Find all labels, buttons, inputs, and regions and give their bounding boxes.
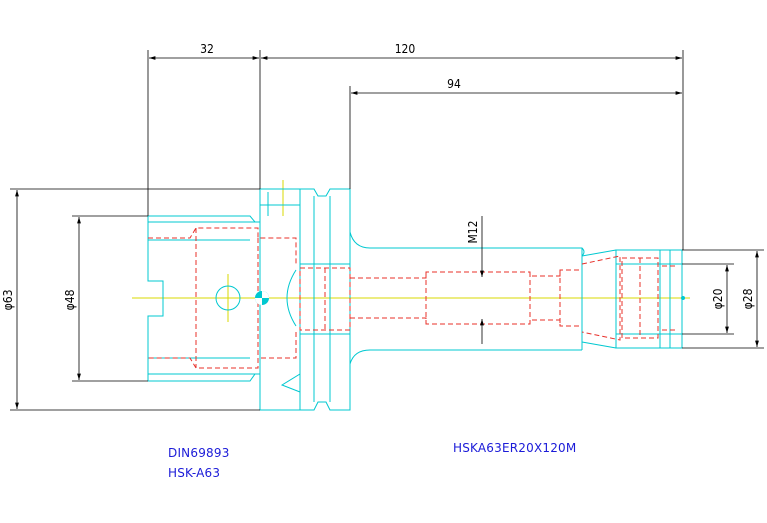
dim-phi48-label: φ48 bbox=[63, 289, 77, 310]
dim-32-label: 32 bbox=[200, 42, 214, 56]
dim-120-label: 120 bbox=[395, 42, 416, 56]
standard-note: DIN69893 bbox=[168, 446, 230, 460]
dim-phi20-label: φ20 bbox=[711, 288, 725, 309]
hidden-lines bbox=[148, 227, 678, 369]
dim-phi63-label: φ63 bbox=[1, 290, 15, 311]
datum-marker-quadrant bbox=[255, 291, 269, 305]
dim-phi28-label: φ28 bbox=[741, 288, 755, 309]
part-number-note: HSKA63ER20X120M bbox=[453, 441, 577, 455]
dimension-lines bbox=[10, 50, 764, 411]
taper-note: HSK-A63 bbox=[168, 466, 221, 480]
tool-holder-outline bbox=[147, 188, 683, 411]
dim-94-label: 94 bbox=[447, 77, 461, 91]
center-circle bbox=[215, 285, 241, 311]
end-point-marker bbox=[681, 296, 685, 300]
dim-m12-label: M12 bbox=[466, 220, 480, 243]
